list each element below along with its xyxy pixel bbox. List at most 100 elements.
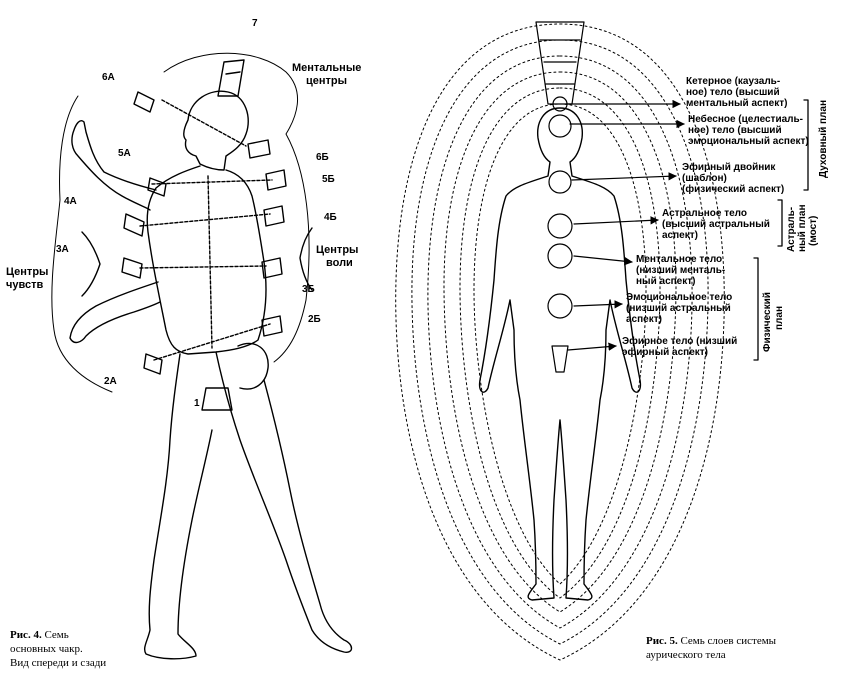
figure5-caption-line1: Рис. 5. Семь слоев системы — [646, 634, 776, 648]
figure4-cone-2b — [261, 315, 283, 337]
chakra-label-4b: 4Б — [324, 212, 337, 223]
mental-centers-label-line2: центры — [306, 75, 348, 87]
figure4-brace-feeling — [81, 231, 101, 297]
chakra-label-5b: 5Б — [322, 174, 335, 185]
figure4-drawing — [51, 52, 353, 660]
figure5-chakra-brow — [548, 114, 572, 138]
will-centers-label-line2: воли — [326, 257, 353, 269]
figure5-drawing — [395, 21, 809, 661]
figure4-cone-4a — [123, 213, 145, 237]
layer-label-line: Эфирное тело (низший — [622, 336, 738, 347]
figure4-spine — [207, 175, 213, 349]
layer-label-line: (высший астральный — [662, 219, 770, 230]
figure4-cone-3a — [121, 257, 143, 279]
layer-label-mental: Ментальное тело (низший менталь- ный асп… — [636, 254, 725, 287]
figure5-body — [478, 107, 642, 601]
layer-label-line: (физический аспект) — [682, 184, 785, 195]
figure4-raised-arm — [71, 120, 157, 211]
figure5-chakra-throat — [548, 170, 572, 194]
plane-label-spiritual: Духовный план — [818, 100, 829, 178]
figure4-cone-5b — [265, 169, 287, 191]
figure4-front-leg — [215, 351, 353, 653]
layer-label-line: Кетерное (каузаль- — [686, 76, 781, 87]
layer-label-line: Ментальное тело — [636, 254, 723, 265]
plane-label-astral-line3: (мост) — [808, 215, 819, 246]
figure4-torso — [146, 165, 267, 355]
chakra-label-3a: 3А — [56, 244, 69, 255]
figure4-cone-1 — [201, 387, 233, 411]
figure4-aura-outline — [51, 52, 310, 393]
plane-label-physical-line1: Физический — [762, 292, 773, 352]
plane-label-astral-line2: ный план — [797, 204, 808, 253]
figure4-caption-line1: Рис. 4. Семь — [10, 628, 69, 642]
figure4-cone-6b — [247, 139, 271, 159]
figure4-caption-prefix: Рис. 4. — [10, 629, 42, 641]
layer-label-line: аспект) — [626, 314, 662, 325]
figure5-caption-line2: аурического тела — [646, 649, 726, 661]
layer-label-astral: Астральное тело (высший астральный аспек… — [662, 208, 770, 241]
figure4-head — [183, 90, 249, 171]
layer-label-line: эфирный аспект) — [622, 347, 708, 358]
layer-label-line: ный аспект) — [636, 276, 696, 287]
layer-label-celestial: Небесное (целестиаль- ное) тело (высший … — [688, 114, 809, 147]
layer-label-line: ментальный аспект) — [686, 98, 788, 109]
layer-label-line: (низший астральный — [626, 303, 731, 314]
chakra-label-1: 1 — [194, 398, 200, 409]
figure5-caption-prefix: Рис. 5. — [646, 635, 678, 647]
layer-label-line: Эфирный двойник — [682, 162, 776, 173]
figure4-caption-text1: Семь — [41, 629, 69, 641]
layer-label-ketheric: Кетерное (каузаль- ное) тело (высший мен… — [686, 76, 787, 109]
layer-label-line: эмоциональный аспект) — [688, 136, 809, 147]
layer-label-line: (низший менталь- — [636, 265, 726, 276]
figure4-lower-arm — [69, 281, 161, 344]
figure4-crown-cone — [217, 59, 245, 97]
layer-label-etheric-body: Эфирное тело (низший эфирный аспект) — [622, 336, 737, 358]
layer-label-line: ное) тело (высший — [686, 87, 780, 98]
figure4-caption-line3: Вид спереди и сзади — [10, 657, 107, 669]
figure4-cone-4b — [263, 205, 285, 227]
figure5-crown-funnel — [535, 21, 585, 105]
figure5-chakra-heart — [547, 213, 573, 239]
figure5-aura-contours — [395, 23, 725, 661]
layer-label-line: Астральное тело — [662, 208, 747, 219]
figure4-cone-3b — [261, 257, 283, 279]
plane-label-astral-line1: Астраль- — [786, 206, 797, 252]
chakra-label-2b: 2Б — [308, 314, 321, 325]
chakra-label-3b: 3Б — [302, 284, 315, 295]
will-centers-label-line1: Центры — [316, 244, 359, 256]
chakra-label-4a: 4А — [64, 196, 77, 207]
layer-label-line: ное) тело (высший — [688, 125, 782, 136]
figure5-bracket-physical — [753, 257, 759, 361]
chakra-label-6b: 6Б — [316, 152, 329, 163]
feeling-centers-label-line2: чувств — [6, 279, 44, 291]
layer-label-line: Небесное (целестиаль- — [688, 114, 803, 125]
figure5-bracket-spiritual — [803, 99, 809, 191]
feeling-centers-label-line1: Центры — [6, 266, 49, 278]
figure5-leader-lines — [565, 99, 685, 351]
figure5-chakra-root — [551, 345, 569, 373]
chakra-label-6a: 6А — [102, 72, 115, 83]
layer-label-etheric-template: Эфирный двойник (шаблон) (физический асп… — [682, 162, 784, 195]
layer-label-line: Эмоциональное тело — [626, 292, 733, 303]
chakra-label-7: 7 — [252, 18, 258, 29]
figure4-buttocks — [237, 342, 269, 390]
layer-label-line: аспект) — [662, 230, 698, 241]
figure5-chakra-sacral — [547, 293, 573, 319]
figure4-back-leg — [143, 353, 213, 660]
layer-label-line: (шаблон) — [682, 173, 727, 184]
figure4-cone-5a — [147, 177, 167, 197]
chakra-label-5a: 5А — [118, 148, 131, 159]
chakra-label-2a: 2А — [104, 376, 117, 387]
figure4-brace-will — [299, 227, 313, 291]
figure4-cone-2a — [143, 353, 163, 375]
figure4-caption-line2: основных чакр. — [10, 643, 83, 655]
figure5-chakra-solar — [547, 243, 573, 269]
figure5-caption-text1: Семь слоев системы — [677, 635, 777, 647]
plane-label-physical-line2: план — [774, 306, 785, 330]
mental-centers-label-line1: Ментальные — [292, 62, 362, 74]
figure4-cone-6a — [133, 91, 155, 113]
figure5-bracket-astral — [777, 199, 783, 247]
layer-label-emotional: Эмоциональное тело (низший астральный ас… — [626, 292, 732, 325]
